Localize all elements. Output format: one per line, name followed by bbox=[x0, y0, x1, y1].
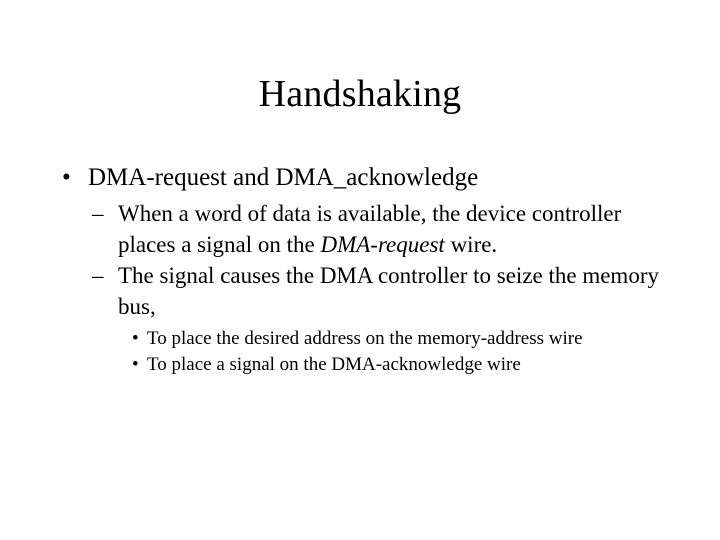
bullet-level2-text-before: When a word of data is available, the de… bbox=[118, 201, 622, 257]
bullet-dot-icon: • bbox=[132, 328, 139, 349]
bullet-level2-item: –When a word of data is available, the d… bbox=[56, 198, 638, 260]
page-title: Handshaking bbox=[258, 73, 462, 115]
bullet-level2-item: –The signal causes the DMA controller to… bbox=[56, 260, 678, 322]
bullet-level3-group: • To place the desired address on the mem… bbox=[56, 326, 668, 378]
bullet-dash-icon: – bbox=[92, 263, 104, 288]
bullet-level2-group: –When a word of data is available, the d… bbox=[56, 198, 668, 322]
bullet-level1-item: • DMA-request and DMA_acknowledge bbox=[56, 160, 668, 195]
slide-body: • DMA-request and DMA_acknowledge –When … bbox=[56, 160, 668, 378]
bullet-level3-item: • To place a signal on the DMA-acknowledg… bbox=[56, 352, 717, 378]
bullet-dot-icon: • bbox=[62, 164, 71, 191]
bullet-level3-text: To place the desired address on the memo… bbox=[147, 328, 583, 349]
bullet-level2-emphasis: DMA-request bbox=[320, 232, 445, 257]
bullet-level2-text-after: wire. bbox=[444, 232, 498, 257]
bullet-dash-icon: – bbox=[92, 201, 104, 226]
bullet-level3-item: • To place the desired address on the mem… bbox=[56, 326, 683, 352]
bullet-level1-text: DMA-request and DMA_acknowledge bbox=[88, 164, 479, 191]
bullet-level3-text: To place a signal on the DMA-acknowledge… bbox=[147, 354, 521, 375]
bullet-dot-icon: • bbox=[132, 354, 139, 375]
bullet-level2-text-before: The signal causes the DMA controller to … bbox=[118, 263, 659, 319]
